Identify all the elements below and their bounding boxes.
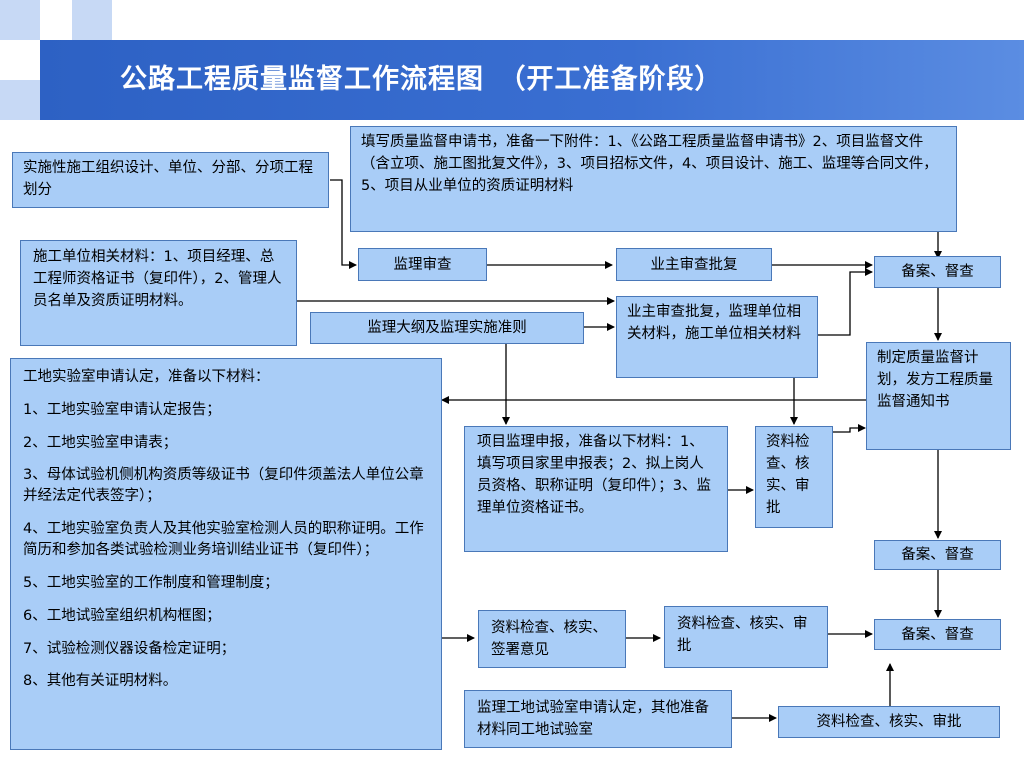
- page-title: 公路工程质量监督工作流程图 （开工准备阶段）: [120, 64, 723, 95]
- owner-review-approval-box: 业主审查批复: [616, 248, 772, 281]
- lab-item: 2、工地实验室申请表；: [23, 434, 178, 451]
- decor-square: [72, 0, 112, 40]
- connector: [330, 179, 357, 269]
- title-bar: [40, 40, 1024, 120]
- supervision-review-box: 监理审查: [358, 248, 487, 281]
- connector: [818, 268, 873, 336]
- lab-item: 6、工地试验室组织机构框图；: [23, 607, 221, 624]
- doc-check-sign-box: 资料检查、核实、签署意见: [478, 610, 626, 668]
- project-supervision-report-box: 项目监理申报，准备以下材料：1、填写项目家里申报表；2、拟上岗人员资格、职称证明…: [464, 426, 728, 552]
- filing-supervision-box-2: 备案、督查: [874, 540, 1001, 570]
- doc-check-approval-box-3: 资料检查、核实、审批: [778, 706, 1000, 738]
- construction-unit-materials-box: 施工单位相关材料：1、项目经理、总工程师资格证书（复印件），2、管理人员名单及资…: [20, 240, 297, 346]
- doc-check-approval-box-2: 资料检查、核实、审批: [664, 606, 828, 668]
- lab-item: 3、母体试验机侧机构资质等级证书（复印件须盖法人单位公章并经法定代表签字）；: [23, 467, 424, 505]
- lab-item: 8、其他有关证明材料。: [23, 673, 178, 690]
- supervision-lab-box: 监理工地试验室申请认定，其他准备材料同工地试验室: [464, 690, 732, 748]
- construction-org-design-box: 实施性施工组织设计、单位、分部、分项工程划分: [12, 152, 329, 208]
- decor-square: [0, 80, 40, 120]
- filing-supervision-box-3: 备案、督查: [874, 619, 1001, 650]
- filing-supervision-box-1: 备案、督查: [874, 256, 1001, 288]
- connector: [833, 424, 866, 433]
- lab-item: 1、工地实验室申请认定报告；: [23, 401, 221, 418]
- lab-item: 7、试验检测仪器设备检定证明；: [23, 640, 236, 657]
- lab-heading: 工地实验室申请认定，准备以下材料：: [23, 369, 270, 385]
- quality-plan-box: 制定质量监督计划，发方工程质量监督通知书: [866, 342, 1011, 450]
- supervision-outline-box: 监理大纲及监理实施准则: [310, 312, 584, 344]
- lab-item: 5、工地实验室的工作制度和管理制度；: [23, 574, 279, 591]
- decor-square: [0, 0, 40, 40]
- owner-review-materials-box: 业主审查批复，监理单位相关材料，施工单位相关材料: [616, 296, 818, 378]
- fill-application-box: 填写质量监督申请书，准备一下附件：1、《公路工程质量监督申请书》2、项目监督文件…: [350, 126, 957, 232]
- doc-check-approval-box-1: 资料检查、核实、审批: [755, 426, 833, 528]
- lab-item: 4、工地实验室负责人及其他实验室检测人员的职称证明。工作简历和参加各类试验检测业…: [23, 521, 424, 559]
- lab-application-box: 工地实验室申请认定，准备以下材料： 1、工地实验室申请认定报告； 2、工地实验室…: [10, 358, 442, 750]
